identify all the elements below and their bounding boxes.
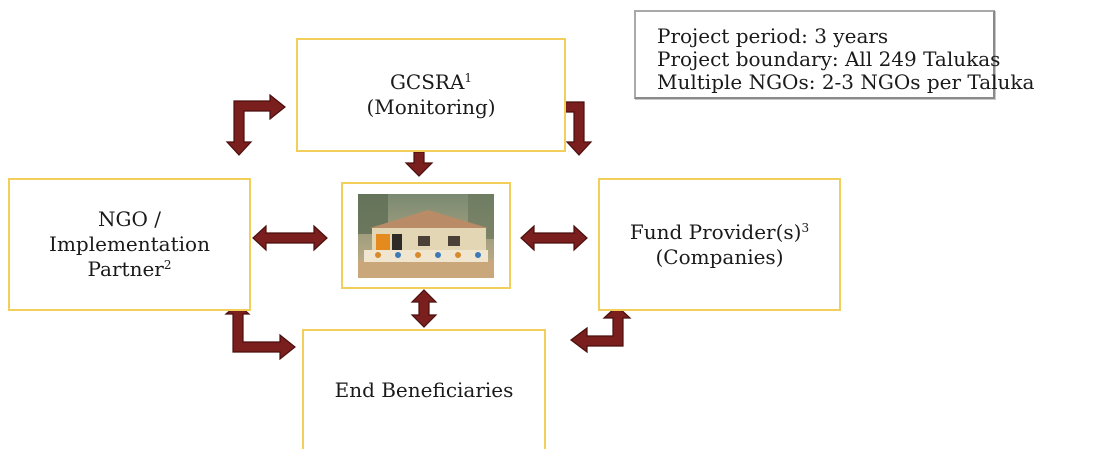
arrow-fund-to-end bbox=[570, 305, 632, 354]
ngo-line-1: NGO / bbox=[98, 207, 161, 231]
gcsra-box: GCSRA1 (Monitoring) bbox=[296, 38, 566, 152]
arrow-center-end bbox=[410, 289, 438, 328]
gcsra-title: GCSRA1 bbox=[389, 70, 473, 94]
end-beneficiaries-box: End Beneficiaries bbox=[302, 329, 546, 449]
arrow-center-fund bbox=[520, 224, 588, 252]
fund-provider-box: Fund Provider(s)3 (Companies) bbox=[598, 178, 841, 311]
arrow-ngo-to-end bbox=[224, 303, 296, 361]
project-info-box: Project period: 3 years Project boundary… bbox=[634, 10, 1035, 99]
multiple-ngos: Multiple NGOs: 2-3 NGOs per Taluka bbox=[657, 70, 1035, 94]
project-period: Project period: 3 years bbox=[657, 24, 889, 48]
fund-title: Fund Provider(s)3 bbox=[629, 219, 810, 244]
ngo-line-2: Implementation bbox=[49, 232, 210, 256]
fund-role: (Companies) bbox=[655, 244, 784, 269]
arrow-gcsra-to-ngo bbox=[225, 93, 286, 156]
arrow-gcsra-to-center bbox=[404, 151, 434, 177]
project-boundary: Project boundary: All 249 Talukas bbox=[657, 47, 1001, 71]
anganwadi-building-photo bbox=[358, 193, 494, 278]
end-label: End Beneficiaries bbox=[334, 377, 514, 402]
ngo-line-3: Partner2 bbox=[87, 257, 172, 281]
gcsra-role: (Monitoring) bbox=[366, 95, 496, 119]
center-photo-box bbox=[341, 182, 511, 289]
arrow-ngo-center bbox=[252, 224, 328, 252]
ngo-box: NGO / Implementation Partner2 bbox=[8, 178, 251, 311]
